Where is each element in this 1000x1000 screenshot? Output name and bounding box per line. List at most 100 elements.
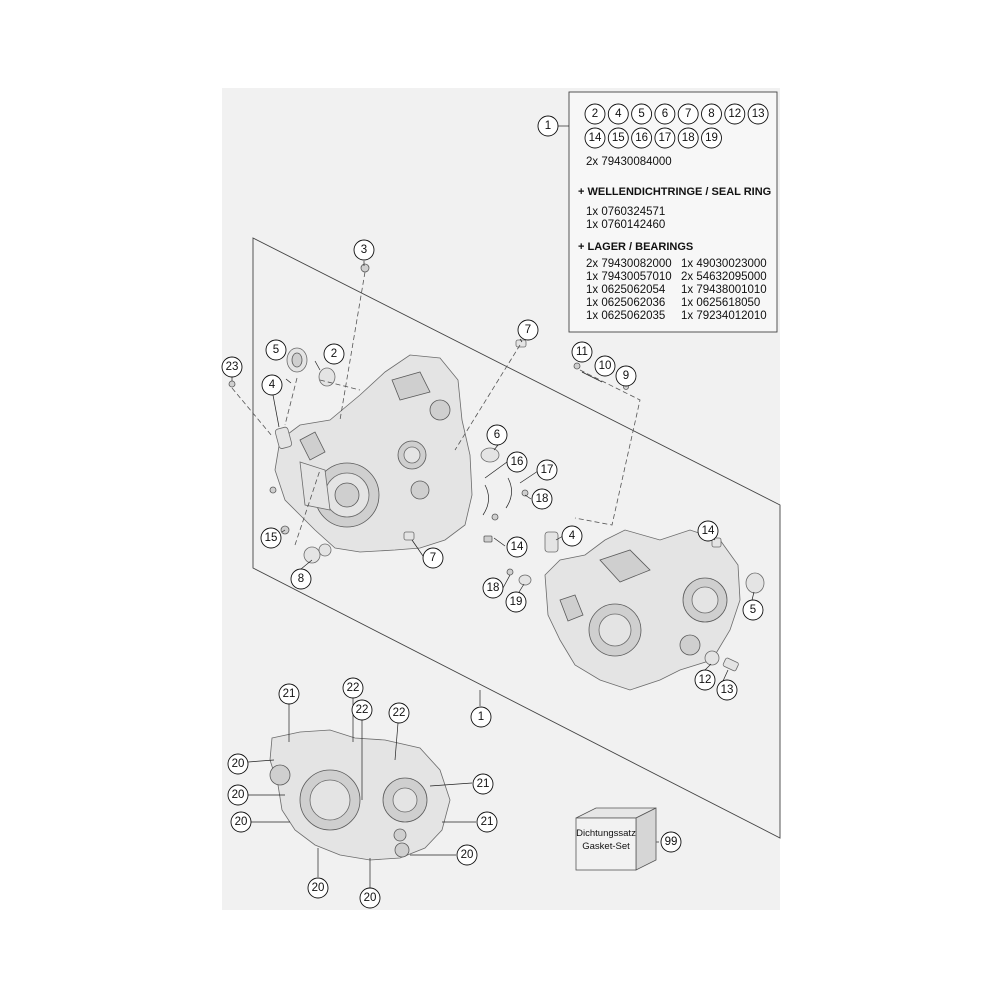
callout-c23[interactable]: 23 bbox=[221, 356, 243, 378]
callout-c20f-circle bbox=[359, 887, 381, 909]
included-part-4[interactable]: 4 bbox=[607, 103, 629, 125]
callout-c13[interactable]: 13 bbox=[716, 679, 738, 701]
callout-c15[interactable]: 15 bbox=[260, 527, 282, 549]
included-part-15[interactable]: 15 bbox=[607, 127, 629, 149]
callout-c17-circle bbox=[536, 459, 558, 481]
included-part-16[interactable]: 16 bbox=[631, 127, 653, 149]
callout-c14b[interactable]: 14 bbox=[697, 520, 719, 542]
callout-c16[interactable]: 16 bbox=[506, 451, 528, 473]
callout-c11-label: 11 bbox=[576, 346, 588, 358]
callout-c20e[interactable]: 20 bbox=[307, 877, 329, 899]
callout-c9-label: 9 bbox=[623, 370, 629, 382]
callout-c20b[interactable]: 20 bbox=[227, 784, 249, 806]
callout-c7a[interactable]: 7 bbox=[517, 319, 539, 341]
callout-c1b-label: 1 bbox=[478, 711, 484, 723]
callout-c14a-circle bbox=[506, 536, 528, 558]
callout-c3-label: 3 bbox=[361, 244, 367, 256]
callout-c20c-label: 20 bbox=[235, 816, 248, 828]
callout-c21b[interactable]: 21 bbox=[472, 773, 494, 795]
callout-c20c[interactable]: 20 bbox=[230, 811, 252, 833]
included-part-8[interactable]: 8 bbox=[701, 103, 722, 125]
callout-c5b[interactable]: 5 bbox=[742, 599, 764, 621]
callout-c20e-label: 20 bbox=[312, 882, 325, 894]
callout-c21c[interactable]: 21 bbox=[476, 811, 498, 833]
included-part-13[interactable]: 13 bbox=[747, 103, 769, 125]
seal-item-1: 1x 0760324571 bbox=[586, 206, 665, 218]
callout-c19-label: 19 bbox=[510, 596, 523, 608]
callout-c13-label: 13 bbox=[721, 684, 734, 696]
callout-c23-circle bbox=[221, 356, 243, 378]
callout-c8[interactable]: 8 bbox=[290, 568, 312, 590]
callout-c9[interactable]: 9 bbox=[615, 365, 637, 387]
included-part-12[interactable]: 12 bbox=[724, 103, 746, 125]
callout-c18a-label: 18 bbox=[536, 493, 549, 505]
bearing-left-3: 1x 0625062054 bbox=[586, 284, 666, 296]
bottom-crankcase-view bbox=[269, 729, 451, 861]
callout-c20d[interactable]: 20 bbox=[456, 844, 478, 866]
callout-c18b[interactable]: 18 bbox=[482, 577, 504, 599]
callout-c15-circle bbox=[260, 527, 282, 549]
callout-c10[interactable]: 10 bbox=[594, 355, 616, 377]
callout-c7b[interactable]: 7 bbox=[422, 547, 444, 569]
included-part-label: 18 bbox=[682, 132, 695, 144]
included-part-18[interactable]: 18 bbox=[677, 127, 699, 149]
callout-c20d-label: 20 bbox=[461, 849, 474, 861]
seal-ring-header: + WELLENDICHTRINGE / SEAL RING bbox=[578, 186, 771, 198]
included-part-14[interactable]: 14 bbox=[584, 127, 606, 149]
callout-c2[interactable]: 2 bbox=[323, 343, 345, 365]
callout-gasket-set[interactable]: 99 bbox=[660, 831, 682, 853]
gasket-set-label-de: Dichtungssatz bbox=[576, 828, 636, 839]
callout-c16-label: 16 bbox=[511, 456, 524, 468]
included-part-2[interactable]: 2 bbox=[584, 103, 606, 125]
callout-c19[interactable]: 19 bbox=[505, 591, 527, 613]
callout-c4a[interactable]: 4 bbox=[261, 374, 283, 396]
bearing-left-5: 1x 0625062035 bbox=[586, 310, 665, 322]
callout-c18b-label: 18 bbox=[487, 582, 500, 594]
callout-c20f[interactable]: 20 bbox=[359, 887, 381, 909]
bearing-right-1: 1x 49030023000 bbox=[681, 258, 767, 270]
included-part-label: 17 bbox=[659, 132, 672, 144]
included-part-5[interactable]: 5 bbox=[631, 103, 653, 125]
callout-c22c-label: 22 bbox=[393, 707, 406, 719]
callout-main-ref[interactable]: 1 bbox=[537, 115, 559, 137]
callout-c6-circle bbox=[486, 424, 508, 446]
bearing-left-1: 2x 79430082000 bbox=[586, 258, 672, 270]
included-part-19[interactable]: 19 bbox=[701, 127, 722, 149]
callout-c11[interactable]: 11 bbox=[571, 341, 593, 363]
callout-c9-circle bbox=[615, 365, 637, 387]
callout-c22a[interactable]: 22 bbox=[342, 677, 364, 699]
callout-c21c-label: 21 bbox=[481, 816, 494, 828]
bearing-right-2: 2x 54632095000 bbox=[681, 271, 767, 283]
callout-c4b[interactable]: 4 bbox=[561, 525, 583, 547]
callout-c22b[interactable]: 22 bbox=[351, 699, 373, 721]
included-part-label: 19 bbox=[705, 132, 718, 144]
callout-c17-label: 17 bbox=[541, 464, 554, 476]
callout-c16-circle bbox=[506, 451, 528, 473]
callout-c20e-circle bbox=[307, 877, 329, 899]
callout-c17[interactable]: 17 bbox=[536, 459, 558, 481]
callout-c14a[interactable]: 14 bbox=[506, 536, 528, 558]
included-part-17[interactable]: 17 bbox=[654, 127, 676, 149]
seal-item-2: 1x 0760142460 bbox=[586, 219, 665, 231]
callout-c2-circle bbox=[323, 343, 345, 365]
callout-c6[interactable]: 6 bbox=[486, 424, 508, 446]
included-part-7[interactable]: 7 bbox=[677, 103, 699, 125]
callout-c5a[interactable]: 5 bbox=[265, 339, 287, 361]
bearing-right-5: 1x 79234012010 bbox=[681, 310, 767, 322]
callout-c8-circle bbox=[290, 568, 312, 590]
callout-c14a-label: 14 bbox=[511, 541, 524, 553]
callout-c18a[interactable]: 18 bbox=[531, 488, 553, 510]
callout-c21a[interactable]: 21 bbox=[278, 683, 300, 705]
callout-c3-circle bbox=[353, 239, 375, 261]
callout-c12[interactable]: 12 bbox=[694, 669, 716, 691]
callout-c12-circle bbox=[694, 669, 716, 691]
callouts-layer: 3 7 11 10 9 5 2 23 4 616 17 18 14 15 7 8 4 14 18 19 5 12 13 1 21… bbox=[221, 239, 764, 909]
callout-c1b[interactable]: 1 bbox=[470, 706, 492, 728]
callout-c20a-circle bbox=[227, 753, 249, 775]
included-part-6[interactable]: 6 bbox=[654, 103, 676, 125]
callout-c4a-label: 4 bbox=[269, 379, 276, 391]
callout-c3[interactable]: 3 bbox=[353, 239, 375, 261]
callout-c20a[interactable]: 20 bbox=[227, 753, 249, 775]
callout-c22c[interactable]: 22 bbox=[388, 702, 410, 724]
